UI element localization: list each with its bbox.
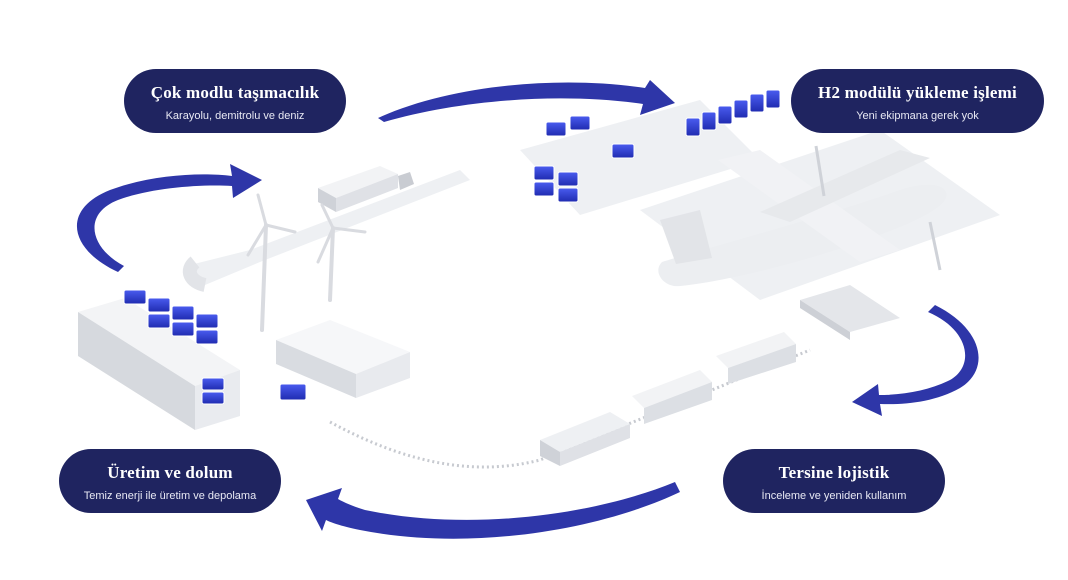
arrow-right-down: [852, 305, 979, 416]
label-h2-module-loading: H2 modülü yükleme işlemi Yeni ekipmana g…: [791, 69, 1044, 133]
truck-icon: [318, 166, 414, 212]
label-title: H2 modülü yükleme işlemi: [818, 83, 1017, 102]
wind-turbine-icon: [246, 193, 367, 332]
label-production-filling: Üretim ve dolum Temiz enerji ile üretim …: [59, 449, 281, 513]
arrow-left-up: [76, 164, 263, 272]
label-title: Tersine lojistik: [778, 463, 890, 482]
label-subtitle: Temiz enerji ile üretim ve depolama: [83, 490, 257, 502]
ground-vehicle: [800, 285, 900, 340]
label-subtitle: Yeni ekipmana gerek yok: [856, 110, 979, 122]
label-title: Çok modlu taşımacılık: [150, 83, 320, 102]
airplane-icon: [658, 145, 947, 287]
cycle-arrows: [76, 80, 979, 539]
label-subtitle: İnceleme ve yeniden kullanım: [761, 490, 907, 502]
label-reverse-logistics: Tersine lojistik İnceleme ve yeniden kul…: [723, 449, 945, 513]
arrow-bottom: [306, 482, 680, 539]
warehouse-icon: [276, 320, 410, 398]
label-title: Üretim ve dolum: [107, 463, 233, 482]
road: [182, 256, 207, 292]
label-subtitle: Karayolu, demitrolu ve deniz: [165, 110, 305, 122]
label-multimodal-transport: Çok modlu taşımacılık Karayolu, demitrol…: [124, 69, 346, 133]
train-icon: [329, 332, 811, 469]
arrow-top: [378, 80, 675, 122]
